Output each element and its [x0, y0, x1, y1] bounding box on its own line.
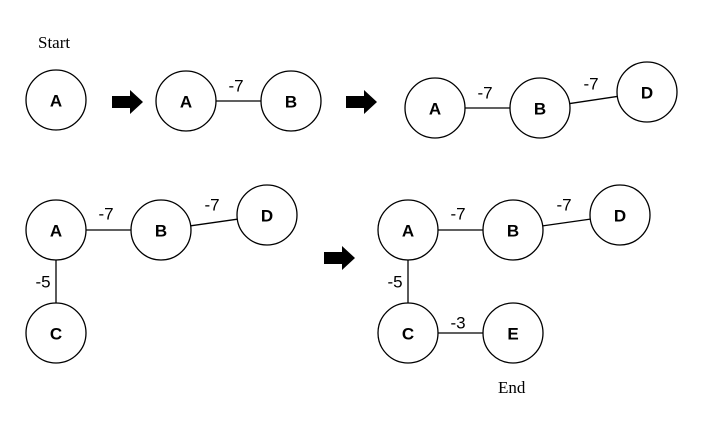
node-label: A [50, 222, 62, 241]
edge-weight-label: -5 [387, 273, 402, 292]
node-a: A [377, 199, 439, 261]
edge-b-d [190, 218, 238, 227]
node-label: B [155, 222, 167, 241]
right-arrow-icon [112, 90, 143, 114]
node-label: D [614, 207, 626, 226]
nodes-layer: A A B A B D A B D C A B D C E [25, 61, 678, 364]
node-b: B [482, 199, 544, 261]
node-circle [482, 302, 544, 364]
node-label: B [507, 222, 519, 241]
node-circle [260, 70, 322, 132]
node-circle [236, 184, 298, 246]
arrows-layer [112, 90, 377, 270]
node-circle [482, 199, 544, 261]
node-label: E [507, 325, 518, 344]
node-circle [25, 69, 87, 131]
node-b: B [130, 199, 192, 261]
node-d: D [589, 184, 651, 246]
end-label: End [498, 378, 526, 397]
node-a: A [404, 77, 466, 139]
node-label: D [261, 207, 273, 226]
node-label: A [429, 100, 441, 119]
node-circle [509, 77, 571, 139]
node-a: A [25, 69, 87, 131]
node-label: C [402, 325, 414, 344]
right-arrow-icon [346, 90, 377, 114]
node-label: A [50, 92, 62, 111]
edge-weight-label: -7 [477, 84, 492, 103]
edge-weight-label: -7 [450, 205, 465, 224]
right-arrow-icon [324, 246, 355, 270]
node-circle [377, 199, 439, 261]
node-circle [616, 61, 678, 123]
node-label: A [402, 222, 414, 241]
edge-weight-label: -7 [204, 196, 219, 215]
node-label: B [534, 100, 546, 119]
edge-weight-label: -7 [98, 205, 113, 224]
node-a: A [25, 199, 87, 261]
start-label: Start [38, 33, 71, 52]
node-circle [377, 302, 439, 364]
edge-weight-label: -7 [583, 75, 598, 94]
node-label: C [50, 325, 62, 344]
edge-weight-label: -7 [556, 196, 571, 215]
node-circle [155, 70, 217, 132]
node-d: D [236, 184, 298, 246]
node-label: A [180, 93, 192, 112]
node-circle [130, 199, 192, 261]
edge-b-d [542, 218, 591, 227]
node-b: B [509, 77, 571, 139]
edge-weight-label: -3 [450, 314, 465, 333]
node-circle [589, 184, 651, 246]
node-circle [25, 199, 87, 261]
node-circle [404, 77, 466, 139]
node-a: A [155, 70, 217, 132]
node-b: B [260, 70, 322, 132]
edge-b-d [569, 95, 618, 105]
edge-weight-label: -7 [228, 77, 243, 96]
node-label: B [285, 93, 297, 112]
node-circle [25, 302, 87, 364]
edge-weight-label: -5 [35, 273, 50, 292]
node-label: D [641, 84, 653, 103]
node-e: E [482, 302, 544, 364]
node-d: D [616, 61, 678, 123]
node-c: C [25, 302, 87, 364]
edges-layer: -7 -7 -7 -7 -7 -5 -7 -7 -5 -3 [35, 75, 618, 334]
node-c: C [377, 302, 439, 364]
